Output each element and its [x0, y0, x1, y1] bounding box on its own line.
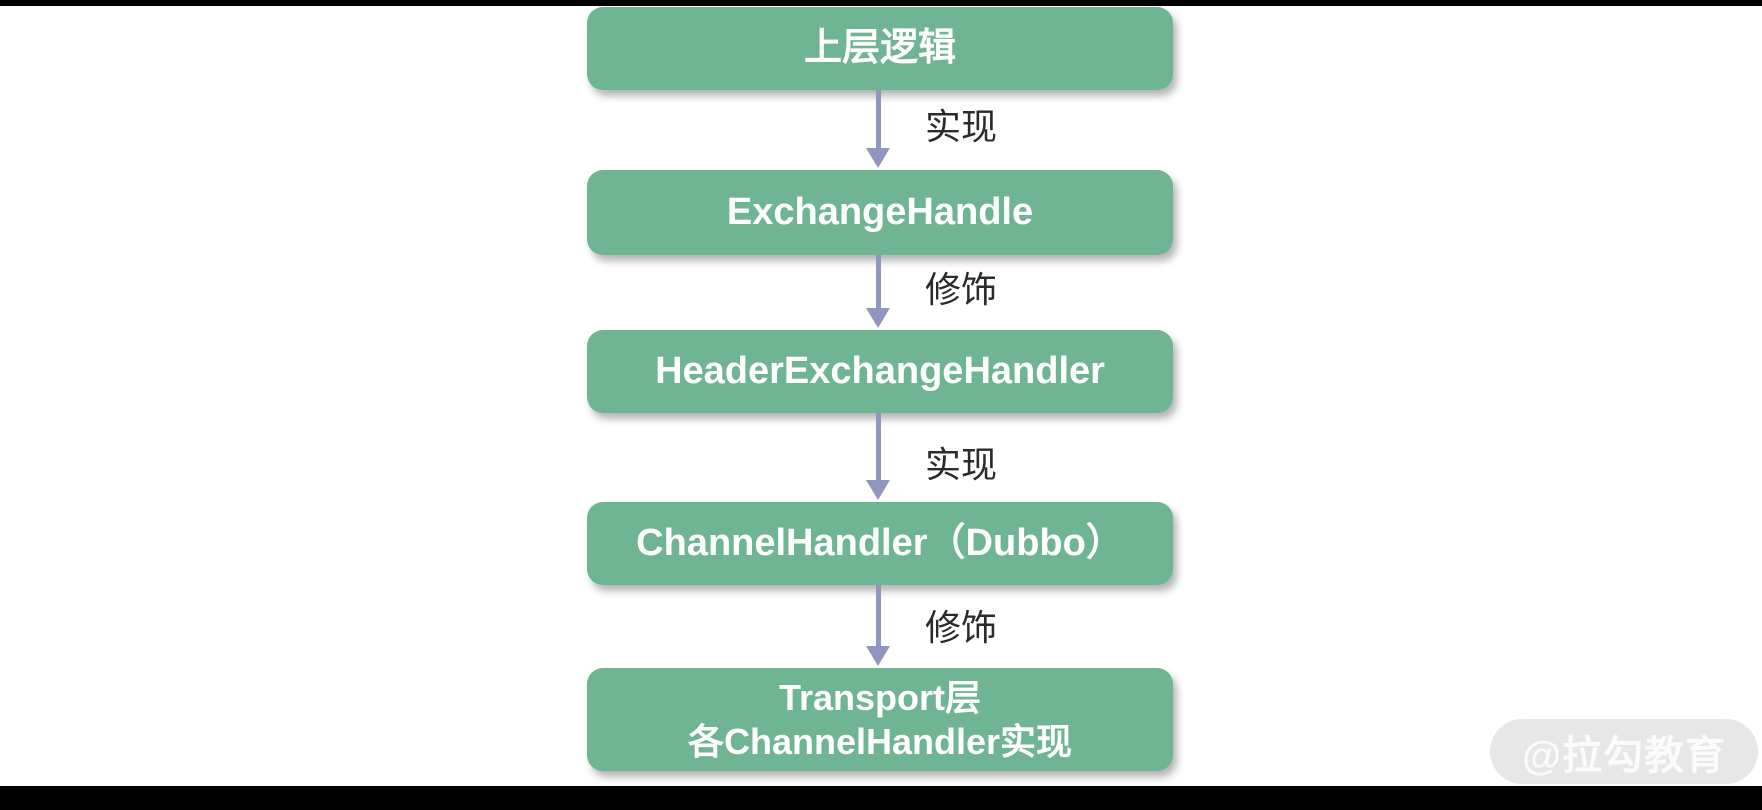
watermark-badge: @拉勾教育	[1490, 719, 1758, 784]
letterbox-bar-bottom	[0, 786, 1762, 810]
node-header-exchange-handler: HeaderExchangeHandler	[587, 330, 1173, 413]
arrowhead-icon	[866, 646, 890, 666]
arrow-implement-2	[876, 413, 881, 480]
node-channel-handler-dubbo: ChannelHandler（Dubbo）	[587, 502, 1173, 585]
letterbox-bar-top	[0, 0, 1762, 6]
arrowhead-icon	[866, 480, 890, 500]
arrow-implement-1	[876, 90, 881, 148]
edge-label-implement-2: 实现	[925, 444, 998, 485]
arrow-decorate-1	[876, 255, 881, 308]
arrowhead-icon	[866, 148, 890, 168]
edge-label-decorate-1: 修饰	[925, 269, 998, 310]
arrow-decorate-2	[876, 585, 881, 646]
node-upper-logic: 上层逻辑	[587, 7, 1173, 90]
edge-label-implement-1: 实现	[925, 106, 998, 147]
node-exchange-handle: ExchangeHandle	[587, 170, 1173, 255]
arrowhead-icon	[866, 308, 890, 328]
edge-label-decorate-2: 修饰	[925, 607, 998, 648]
node-transport-layer: Transport层 各ChannelHandler实现	[587, 668, 1173, 771]
